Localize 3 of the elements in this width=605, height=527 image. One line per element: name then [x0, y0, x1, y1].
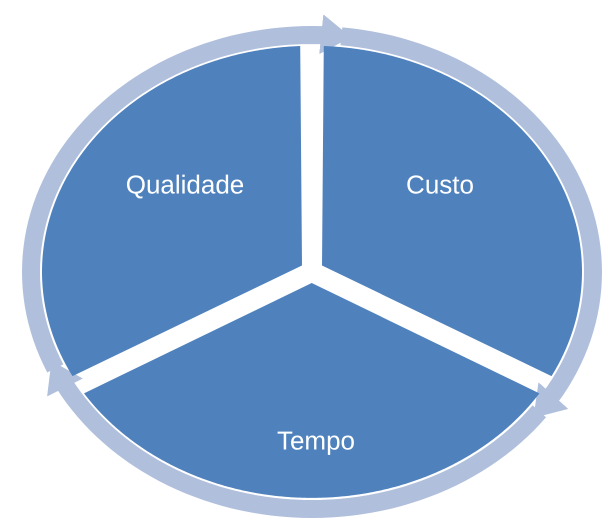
sector-label: Tempo — [276, 425, 355, 456]
sector-label: Custo — [406, 169, 474, 200]
sector-label: Qualidade — [126, 169, 244, 200]
